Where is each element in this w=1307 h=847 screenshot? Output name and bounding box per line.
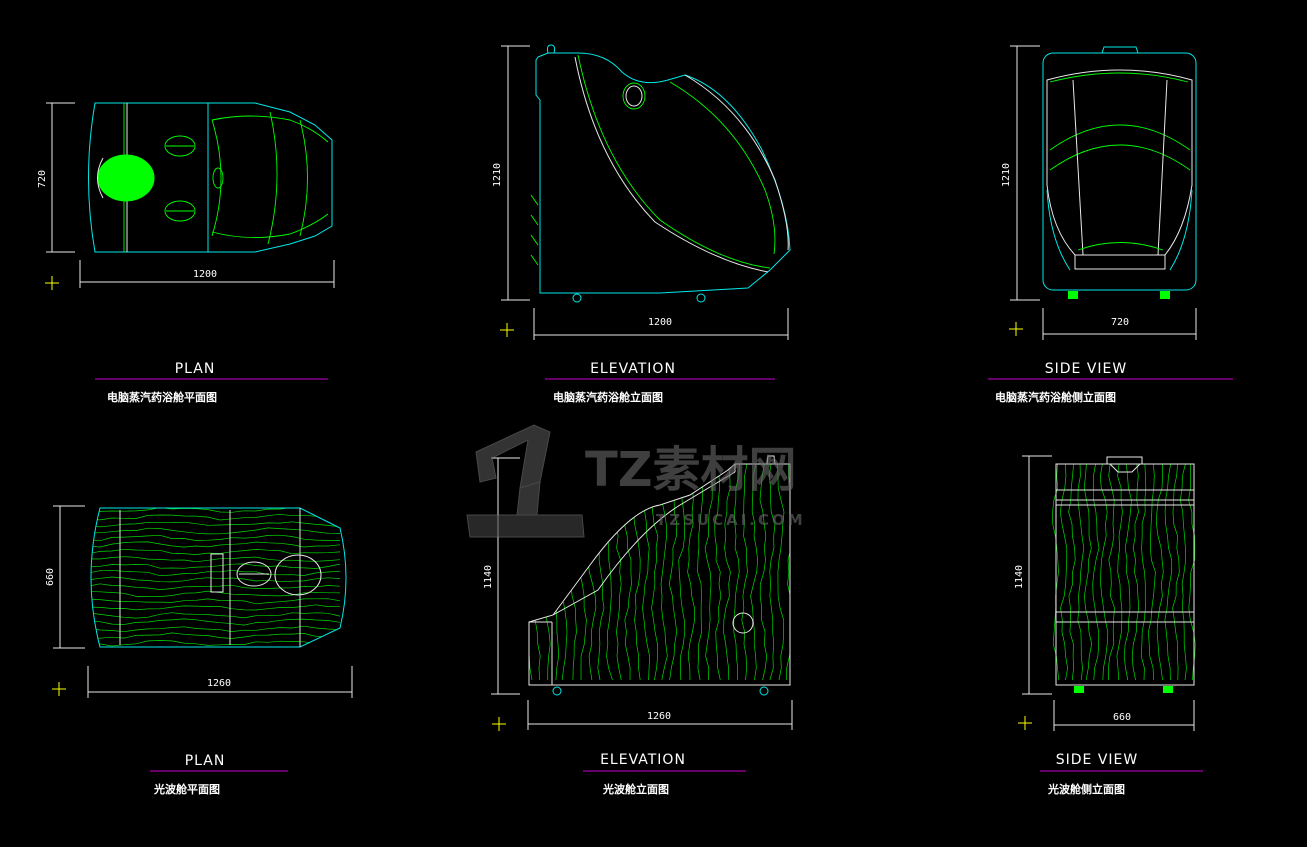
light-plan-height-dim: 660 [45, 568, 56, 586]
steam-plan-subtitle: 电脑蒸汽药浴舱平面图 [107, 390, 217, 404]
light-side-view: 1140 660 SIDE VIEW 光波舱侧立面图 [1014, 455, 1203, 796]
origin-mark [1018, 716, 1032, 730]
wood-grain-line [91, 513, 341, 521]
wood-grain-line [1164, 463, 1173, 681]
wood-grain-line [1116, 463, 1123, 681]
wood-grain-line [1099, 463, 1109, 681]
wood-grain-line [561, 464, 569, 681]
light-side-width-dim: 660 [1113, 712, 1131, 723]
wood-grain-line [91, 541, 341, 548]
wood-grain-line [91, 556, 341, 563]
steam-plan-view: 720 1200 PLAN 电脑蒸汽药浴舱平面图 [37, 102, 335, 404]
wood-grain-line [1172, 463, 1180, 681]
wood-grain-line [91, 576, 341, 583]
wood-grain-line [1068, 463, 1076, 681]
wood-grain-line [91, 521, 341, 528]
steam-side-height-dim: 1210 [1001, 163, 1012, 187]
origin-mark [492, 717, 506, 731]
wood-grain-line [1083, 463, 1093, 681]
wood-grain-line [1108, 463, 1115, 681]
steam-side-view: 1210 720 SIDE VIEW 电脑蒸汽药浴舱侧立面图 [988, 45, 1233, 404]
wood-grain-line [777, 464, 785, 681]
wood-grain-line [91, 604, 341, 611]
steam-plan-title: PLAN [175, 361, 216, 377]
origin-mark [45, 276, 59, 290]
wood-grain-line [91, 534, 341, 542]
wood-grain-line [1148, 463, 1156, 681]
wood-grain-line [733, 464, 740, 681]
light-elev-subtitle: 光波舱立面图 [602, 782, 669, 796]
wood-grain-line [1179, 463, 1187, 681]
light-elev-height-dim: 1140 [483, 565, 494, 589]
watermark-logo-icon [466, 424, 585, 538]
wood-grain-line [91, 618, 341, 626]
wood-grain-line [91, 563, 341, 569]
light-elev-title: ELEVATION [600, 752, 686, 768]
wood-grain-line [1123, 463, 1132, 681]
origin-mark [52, 682, 66, 696]
wood-grain-line [91, 632, 341, 639]
wood-grain-line [1059, 463, 1068, 681]
watermark-url: TZSUCAI.COM [656, 511, 806, 529]
origin-mark [500, 323, 514, 337]
wood-grain-line [714, 464, 722, 681]
wood-grain-line [785, 464, 790, 681]
wood-grain-line [91, 569, 341, 577]
head-rest-circle [97, 154, 155, 202]
steam-plan-width-dim: 1200 [193, 269, 217, 280]
steam-elev-width-dim: 1200 [648, 317, 672, 328]
wood-grain-line [1092, 463, 1100, 681]
light-plan-view: 660 1260 PLAN 光波舱平面图 [45, 505, 353, 796]
steam-elev-height-dim: 1210 [492, 163, 503, 187]
wood-grain-line [1140, 463, 1147, 681]
wood-grain-line [759, 464, 768, 681]
steam-elev-title: ELEVATION [590, 361, 676, 377]
wood-grain-line [1077, 463, 1085, 681]
steam-side-subtitle: 电脑蒸汽药浴舱侧立面图 [995, 390, 1116, 404]
wood-grain-line [1156, 463, 1164, 681]
steam-elev-subtitle: 电脑蒸汽药浴舱立面图 [553, 390, 663, 404]
wood-grain-line [91, 640, 341, 647]
light-elev-width-dim: 1260 [647, 711, 671, 722]
wood-grain-line [91, 583, 341, 590]
watermark: TZ素材网 TZSUCAI.COM [466, 424, 806, 538]
origin-mark [1009, 322, 1023, 336]
wood-grain-line [704, 464, 713, 681]
light-side-title: SIDE VIEW [1056, 752, 1139, 768]
steam-side-title: SIDE VIEW [1045, 361, 1128, 377]
wood-grain-line [750, 464, 758, 681]
wood-grain-line [569, 464, 577, 681]
watermark-brand: TZ素材网 [585, 442, 797, 498]
wood-grain-line [723, 464, 731, 681]
wood-grain-line [91, 625, 341, 633]
light-side-height-dim: 1140 [1014, 565, 1025, 589]
wood-grain-line [91, 612, 341, 619]
wood-grain-line [741, 464, 748, 681]
steam-plan-height-dim: 720 [37, 170, 48, 188]
steam-elevation-view: 1210 1200 ELEVATION 电脑蒸汽药浴舱立面图 [492, 44, 791, 404]
wood-grain-line [91, 527, 341, 535]
wood-grain-line [768, 464, 776, 681]
wood-grain-line [1131, 463, 1140, 681]
light-plan-subtitle: 光波舱平面图 [153, 782, 220, 796]
wood-grain-line [697, 464, 703, 681]
wood-grain-line [91, 598, 341, 605]
wood-grain-line [552, 464, 561, 681]
steam-side-width-dim: 720 [1111, 317, 1129, 328]
wood-grain-line [543, 464, 551, 681]
light-plan-width-dim: 1260 [207, 678, 231, 689]
light-plan-title: PLAN [185, 753, 226, 769]
light-side-subtitle: 光波舱侧立面图 [1047, 782, 1125, 796]
